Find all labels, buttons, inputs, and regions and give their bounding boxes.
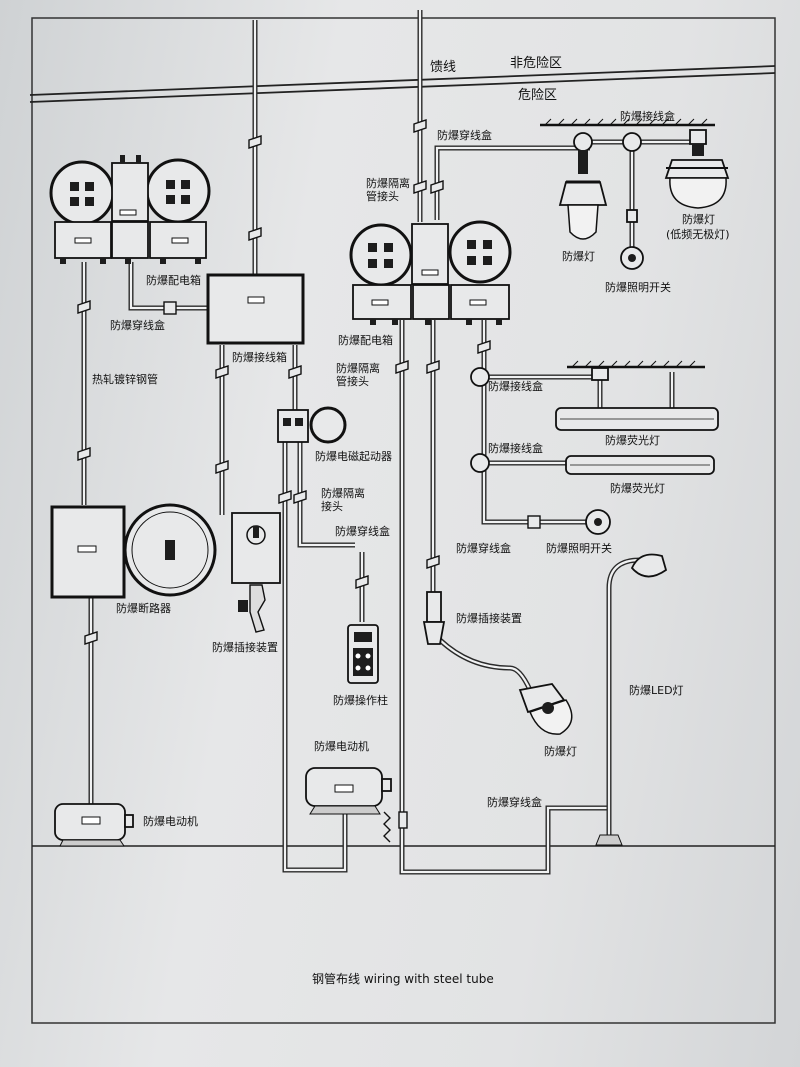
label-box-wiring-top: 防爆穿线盒 bbox=[437, 128, 492, 142]
label-fluorescent-1: 防爆荧光灯 bbox=[605, 433, 660, 447]
label-lighting-switch-2: 防爆照明开关 bbox=[546, 541, 612, 555]
lamp-low-frequency bbox=[664, 144, 730, 209]
label-junction-2: 防爆接线盒 bbox=[488, 379, 543, 393]
lamp-2 bbox=[518, 683, 573, 735]
plug-device-1 bbox=[231, 512, 281, 633]
plug-device-2 bbox=[422, 591, 446, 645]
motor-1 bbox=[54, 803, 134, 847]
control-station bbox=[347, 624, 379, 684]
label-box-wiring-bottom: 防爆穿线盒 bbox=[487, 795, 542, 809]
label-junction-box-main: 防爆接线箱 bbox=[232, 350, 287, 364]
label-magnetic-starter: 防爆电磁起动器 bbox=[315, 449, 392, 463]
label-box-wiring-2: 防爆穿线盒 bbox=[335, 524, 390, 538]
ceiling-top bbox=[540, 118, 715, 127]
junction-box-main bbox=[206, 273, 305, 345]
label-motor-2: 防爆电动机 bbox=[314, 739, 369, 753]
label-distribution-box-1: 防爆配电箱 bbox=[146, 273, 201, 287]
label-lighting-switch-1: 防爆照明开关 bbox=[605, 280, 671, 294]
label-plug-device-1: 防爆插接装置 bbox=[212, 640, 278, 654]
label-isolation-seal-1: 防爆隔离管接头 bbox=[336, 361, 380, 388]
motor-2 bbox=[305, 767, 392, 843]
label-junction-3: 防爆接线盒 bbox=[488, 441, 543, 455]
label-box-wiring-3: 防爆穿线盒 bbox=[456, 541, 511, 555]
label-isolation-seal-top: 防爆隔离管接头 bbox=[366, 176, 410, 203]
label-fluorescent-2: 防爆荧光灯 bbox=[610, 481, 665, 495]
label-junction-top-right: 防爆接线盒 bbox=[620, 109, 675, 123]
caption: 钢管布线 wiring with steel tube bbox=[312, 971, 494, 986]
fluorescent-lamp-1 bbox=[555, 407, 719, 431]
label-box-wiring-1: 防爆穿线盒 bbox=[110, 318, 165, 332]
labels: 馈线 非危险区 危险区 防爆配电箱 防爆穿线盒 防爆接线箱 热轧镀锌钢管 防爆断… bbox=[92, 56, 730, 986]
label-led-lamp: 防爆LED灯 bbox=[629, 683, 684, 697]
zone-boundary bbox=[29, 65, 776, 103]
zone-hazardous: 危险区 bbox=[518, 88, 557, 103]
label-breaker: 防爆断路器 bbox=[116, 601, 171, 615]
label-isolation-seal-2: 防爆隔离接头 bbox=[321, 486, 365, 513]
lighting-switch-2 bbox=[585, 509, 611, 535]
page-frame bbox=[31, 17, 776, 1024]
junction-box-3 bbox=[470, 453, 490, 473]
magnetic-starter bbox=[277, 406, 347, 444]
zone-feeder: 馈线 bbox=[430, 60, 456, 75]
label-lamp-2: 防爆灯 bbox=[544, 744, 577, 758]
breaker bbox=[50, 503, 217, 599]
junction-box-top-right bbox=[573, 129, 707, 152]
lamp-1 bbox=[558, 150, 608, 240]
led-lamp bbox=[595, 553, 668, 846]
label-lamp-1: 防爆灯 bbox=[562, 249, 595, 263]
label-control-station: 防爆操作柱 bbox=[333, 693, 388, 707]
label-lamp-low-freq-sub: (低频无极灯) bbox=[666, 227, 730, 241]
label-motor-1: 防爆电动机 bbox=[143, 814, 198, 828]
label-lamp-low-freq: 防爆灯 bbox=[682, 212, 715, 226]
distribution-box-left bbox=[49, 155, 211, 264]
label-galvanized-pipe: 热轧镀锌钢管 bbox=[92, 372, 158, 386]
label-distribution-box-2: 防爆配电箱 bbox=[338, 333, 393, 347]
zone-non-hazardous: 非危险区 bbox=[510, 56, 562, 71]
lighting-switch-1 bbox=[620, 209, 644, 270]
ceiling-mid bbox=[567, 360, 705, 369]
label-plug-device-2: 防爆插接装置 bbox=[456, 611, 522, 625]
junction-box-2 bbox=[470, 367, 609, 387]
fluorescent-lamp-2 bbox=[565, 455, 715, 475]
pipe-fittings bbox=[77, 119, 541, 829]
distribution-box-right bbox=[349, 220, 512, 325]
